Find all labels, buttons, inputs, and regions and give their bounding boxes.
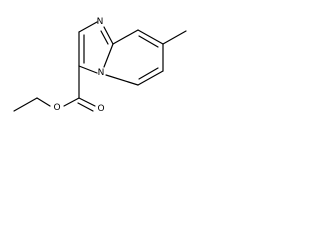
bond-carbonyl-double-o	[78, 97, 96, 107]
ester-ether-oxygen-label: O	[53, 103, 60, 113]
bond-c8a-n1	[103, 26, 114, 45]
bond-c8-c7	[137, 29, 164, 45]
bond-c5-n4	[105, 74, 139, 86]
bond-carbonyl-double-o-second	[77, 102, 94, 112]
bond-c8a-n1-double	[100, 30, 109, 45]
bond-c3-n4	[78, 65, 98, 74]
bond-ether-o-ch2	[36, 97, 51, 107]
bond-n1-c2	[78, 21, 98, 33]
bond-carbonyl-ether-o	[63, 97, 80, 107]
bond-c7-methyl	[162, 30, 187, 45]
chemical-structure-diagram: N N O O	[13, 17, 187, 114]
bond-n4-c8a	[103, 43, 114, 68]
bridgehead-nitrogen-label: N	[98, 68, 105, 78]
carbonyl-oxygen-label: O	[97, 104, 104, 114]
bond-c8a-c8	[112, 29, 139, 45]
ring-nitrogen-label: N	[97, 17, 104, 27]
bond-c8-c7-double	[138, 35, 159, 48]
bond-ch2-ch3	[13, 97, 38, 112]
bond-c6-c5	[137, 70, 164, 86]
bond-c6-c5-double	[138, 67, 159, 80]
